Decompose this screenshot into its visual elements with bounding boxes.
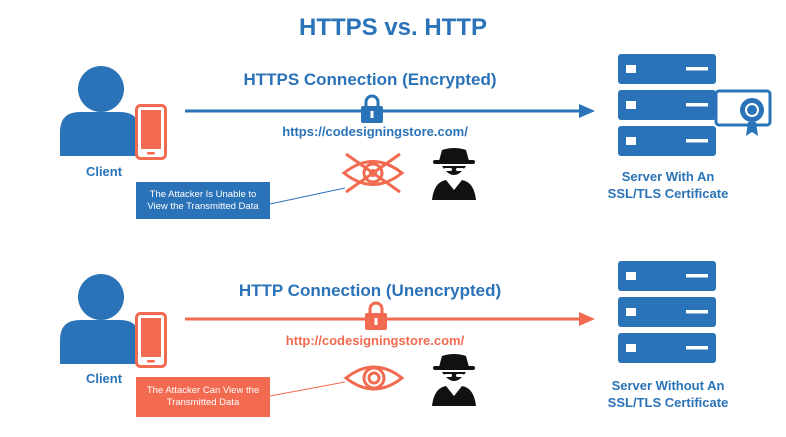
certificate-icon — [714, 89, 772, 136]
client-label: Client — [85, 164, 123, 179]
server-icon — [618, 261, 716, 363]
callout-line-1: The Attacker Can View the — [146, 385, 260, 396]
server-label-line-2: SSL/TLS Certificate — [607, 186, 729, 201]
crossed-eye-icon — [341, 152, 405, 194]
client-person-icon — [60, 66, 140, 156]
https-connection-arrow — [185, 104, 595, 118]
lock-icon — [365, 301, 387, 330]
server-label-line-1: Server Without An — [611, 378, 725, 393]
client-label: Client — [85, 371, 123, 386]
smartphone-icon — [135, 104, 167, 160]
server-label-line-1: Server With An — [621, 169, 715, 184]
server-label-line-2: SSL/TLS Certificate — [607, 395, 729, 410]
callout-line-2: Transmitted Data — [166, 397, 240, 408]
hacker-icon — [432, 354, 476, 406]
server-label: Server With An SSL/TLS Certificate — [588, 168, 748, 202]
callout-line-1: The Attacker Is Unable to — [149, 188, 257, 200]
http-connection-label: HTTP Connection (Unencrypted) — [238, 281, 502, 300]
http-url: http://codesigningstore.com/ — [285, 333, 465, 348]
http-connection-arrow — [185, 312, 595, 326]
callout-pointer-line — [269, 381, 346, 397]
smartphone-icon — [135, 312, 167, 368]
http-attacker-callout: The Attacker Can View the Transmitted Da… — [136, 377, 270, 417]
https-connection-label: HTTPS Connection (Encrypted) — [243, 70, 497, 89]
callout-pointer-line — [269, 187, 346, 205]
callout-line-2: View the Transmitted Data — [147, 200, 259, 212]
server-label: Server Without An SSL/TLS Certificate — [588, 377, 748, 411]
https-attacker-callout: The Attacker Is Unable to View the Trans… — [136, 182, 270, 219]
client-person-icon — [60, 274, 140, 364]
hacker-icon — [432, 148, 476, 200]
https-url: https://codesigningstore.com/ — [282, 124, 468, 139]
eye-icon — [343, 365, 405, 391]
lock-icon — [361, 94, 383, 123]
page-title: HTTPS vs. HTTP — [298, 14, 488, 41]
server-icon — [618, 54, 716, 156]
